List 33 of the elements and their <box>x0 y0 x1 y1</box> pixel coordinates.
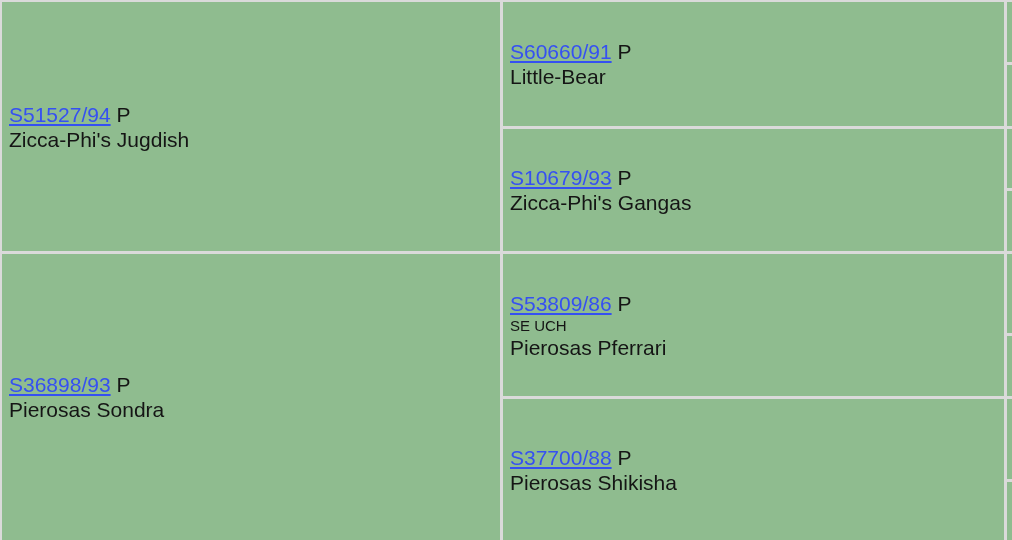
registration-link: S10679/93 <box>510 165 612 190</box>
pedigree-cell <box>2 254 500 540</box>
pedigree-cell <box>503 399 1004 540</box>
pedigree-cell <box>1007 129 1012 188</box>
dog-name: Pierosas Sondra <box>9 397 165 422</box>
dog-name: Zicca-Phi's Jugdish <box>9 126 190 152</box>
registration-link: S60660/91 <box>510 39 612 64</box>
pedigree-cell <box>1007 254 1012 333</box>
dog-name: Pierosas Shikisha <box>510 469 677 495</box>
pedigree-cell <box>1007 482 1012 540</box>
pedigree-cell <box>1007 336 1012 396</box>
registration-link: S53809/86 <box>510 290 612 316</box>
status-letter: P <box>617 444 632 470</box>
dog-name: Zicca-Phi's Gangas <box>510 190 692 215</box>
status-letter: P <box>617 290 632 316</box>
pedigree-cell <box>1007 191 1012 251</box>
pedigree-cell <box>2 2 500 251</box>
title-text: SE UCH <box>510 315 567 335</box>
pedigree-cell <box>503 129 1004 251</box>
pedigree-cell <box>1007 2 1012 62</box>
status-letter: P <box>116 372 131 397</box>
dog-name: Little-Bear <box>510 64 606 89</box>
status-letter: P <box>116 101 131 127</box>
registration-link: S51527/94 <box>9 101 111 127</box>
pedigree-cell <box>1007 399 1012 479</box>
registration-link: S36898/93 <box>9 372 111 397</box>
pedigree-cell <box>503 254 1004 396</box>
pedigree-cell <box>1007 65 1012 126</box>
status-letter: P <box>617 39 632 64</box>
pedigree-cell <box>503 2 1004 126</box>
status-letter: P <box>617 165 632 190</box>
dog-name: Pierosas Pferrari <box>510 334 667 360</box>
registration-link: S37700/88 <box>510 444 612 470</box>
